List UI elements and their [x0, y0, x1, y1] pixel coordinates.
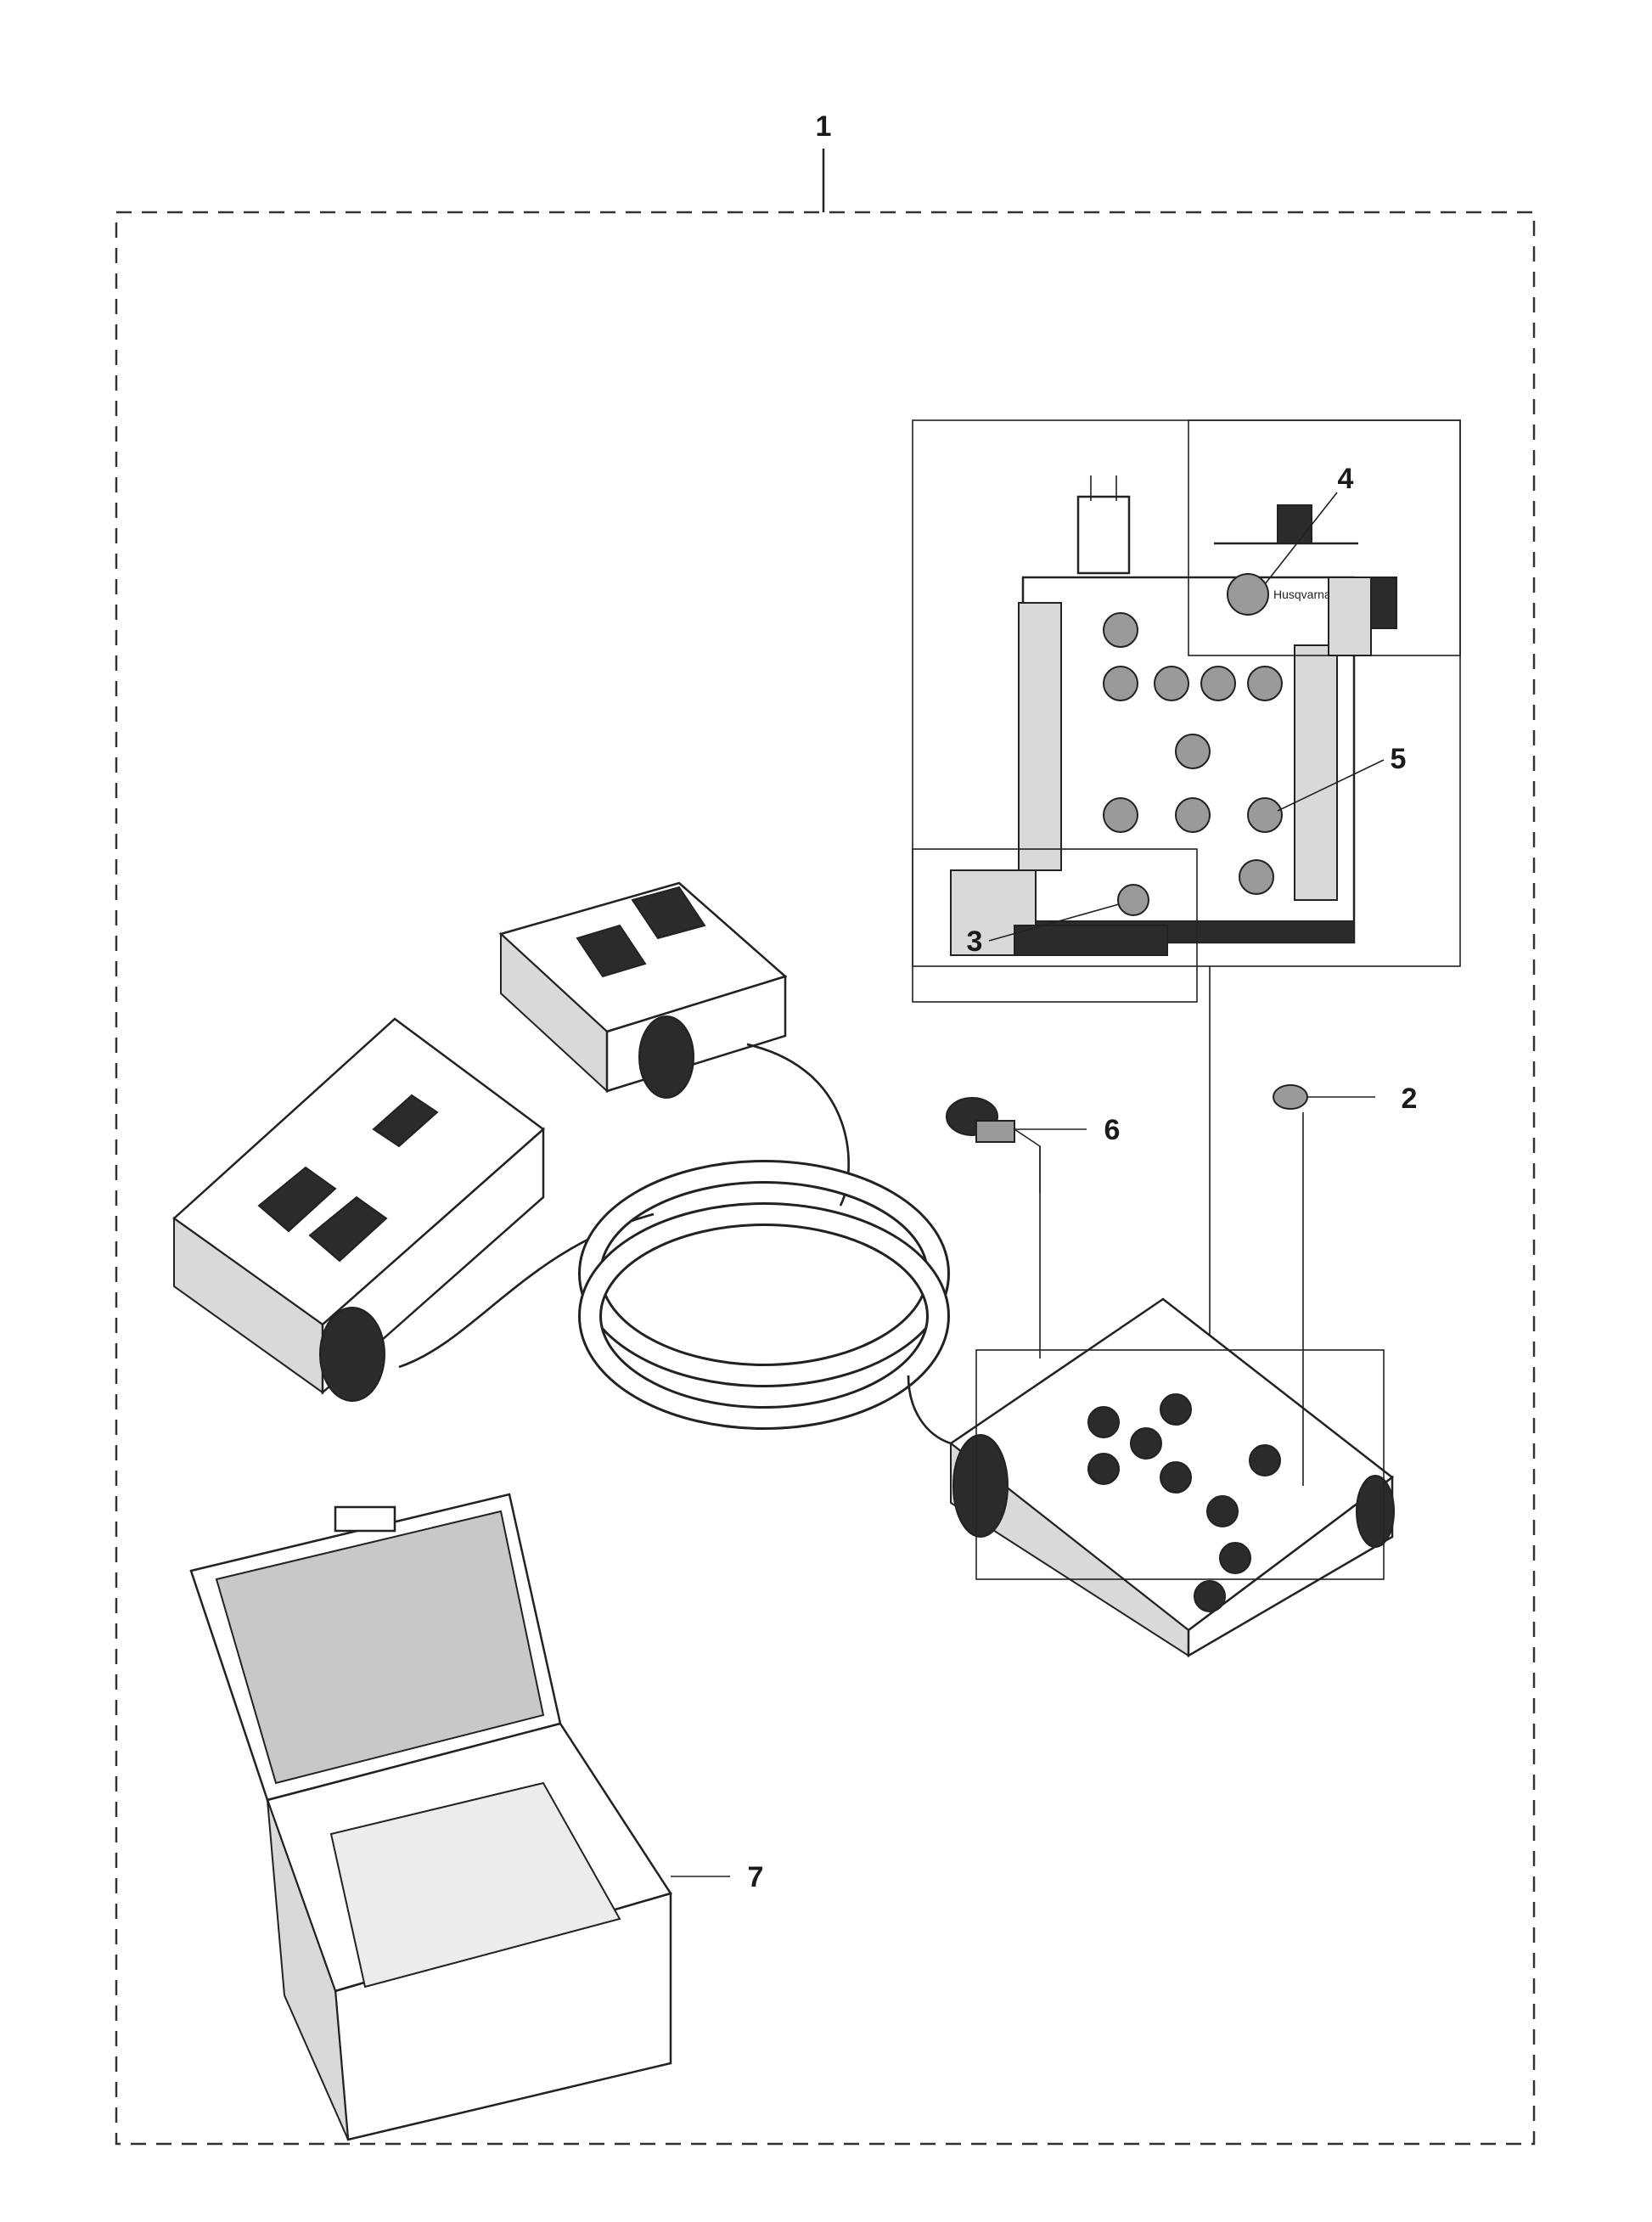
plug-part-6: 6 — [946, 1097, 1121, 1359]
panel-logo-text: Husqvarna — [1273, 588, 1331, 601]
toggle-switches — [1087, 1393, 1281, 1612]
kit-boundary: 1 — [115, 110, 1536, 2146]
callout-group-4: 4 — [1264, 463, 1354, 585]
panel-sockets — [1103, 612, 1283, 895]
callout-5: 5 — [1391, 743, 1407, 775]
cable-harness — [398, 1043, 952, 1445]
switch-box — [948, 1297, 1395, 1658]
connector-module-top — [498, 881, 788, 1099]
callout-2: 2 — [1402, 1083, 1418, 1115]
detail-inset: Husqvarna — [912, 419, 1461, 1003]
cap-part-2: 2 — [1273, 1083, 1417, 1486]
callout-group-5: 5 — [1277, 743, 1407, 812]
callout-3: 3 — [967, 925, 983, 958]
connector-module-left — [172, 1017, 545, 1402]
callout-7: 7 — [748, 1861, 764, 1893]
callout-6: 6 — [1104, 1114, 1121, 1146]
callout-4: 4 — [1338, 463, 1354, 495]
callout-1: 1 — [816, 110, 832, 143]
carry-case-part-7: 7 — [189, 1493, 764, 2141]
callout-group-3: 3 — [967, 903, 1120, 958]
